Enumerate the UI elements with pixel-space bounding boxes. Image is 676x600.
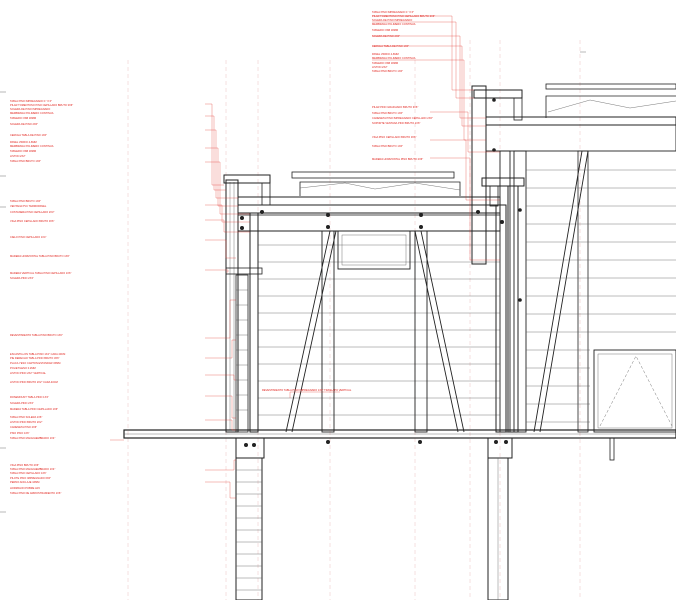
annotation-label: SOLERA PINO 2X3" xyxy=(10,276,34,280)
annotation-label: VIGA PINO BRUTO 2X6" xyxy=(10,463,39,467)
annotations-right-mid: PILAR PINO GRADUADO BRUTO 3X6" TABLA PIN… xyxy=(372,105,433,161)
annotation-label: TABLERO OSB 18MM xyxy=(10,116,36,120)
annotation-label: LISTON PINO 2X2" VERTICAL xyxy=(10,371,47,375)
annotation-label: REVESTIMIENTO TABLA PINO BRUTO 1X6" xyxy=(10,333,63,337)
annotation-label: CIELO PINO CEPILLADO 1X4" xyxy=(10,235,46,239)
annotations-left-roof: TABLA PINO IMPREGNADO 1" X 6" PILAR TOME… xyxy=(10,99,73,163)
annotation-label: PANEL VIDRIO 4-6MM xyxy=(372,52,399,56)
annotation-label: MADERA VERTICAL TABLA PINO CEPILLADO 1X6… xyxy=(10,271,71,275)
annotation-label: CADENETA PINO IMPREGNADO CEPILLADO 2X6" xyxy=(372,116,433,120)
annotations-left-beam: TABLA PINO BRUTO 1X6" VENTANA PVC TERMOP… xyxy=(10,199,54,239)
annotation-label: TABLA PINO BRUTO 1X6" xyxy=(10,159,41,163)
annotation-label: ESCANTILLON TABLA PINO 1X4" CADA 40CM xyxy=(10,352,65,356)
annotation-label: TABLERO OSB 18MM xyxy=(372,28,398,32)
annotation-label: MEMBRANA POLIMERO CONTINUA xyxy=(372,22,416,26)
annotation-label: LISTON 2X2" xyxy=(372,65,388,69)
annotations-left-base: VIGA PINO BRUTO 2X6" TABLA PINO MACHIHEM… xyxy=(10,463,61,495)
annotation-label: CERCHA TABLA DE PINO 1X6" xyxy=(372,44,409,48)
annotation-label: SOLERA PINO 2X3" xyxy=(10,401,34,405)
left-volume xyxy=(223,171,525,447)
annotation-label: TABLA PINO CEPILLADO 1X6" xyxy=(10,471,47,475)
annotation-label: POLIETILENO 0.2MM xyxy=(10,366,36,370)
annotation-label: PILAR TOMENTOSO PINO CEPILLADO BRUTO 3X6… xyxy=(372,14,435,18)
annotation-label: TABLERO OSB 18MM xyxy=(10,149,36,153)
leader-lines xyxy=(110,15,500,499)
right-cladding xyxy=(526,169,676,423)
annotation-label: VIGA PINO CEPILLADO BRUTO 3X6" xyxy=(372,135,416,139)
annotation-label: SOLERA DE PINO 2X6" xyxy=(372,34,400,38)
annotation-label: TABLA PINO BRUTO 1X6" xyxy=(372,144,403,148)
annotation-label: MEMBRANA POLIMERO CONTINUA xyxy=(10,144,54,148)
annotation-label: TABLA PINO BRUTO 1X6" xyxy=(372,111,403,115)
annotation-label: SOPORTE VENTANA PINO BRUTO 1X6" xyxy=(372,121,420,125)
annotation-label: PILOTE PINO IMPREGNADO 6X6" xyxy=(10,476,51,480)
annotation-label: MEMBRANA POLIMERO CONTINUA xyxy=(10,111,54,115)
annotation-label: PISO PINO 1X6" xyxy=(10,431,30,435)
annotation-label: LISTON PINO BRUTO 2X2" xyxy=(10,420,42,424)
annotation-label: MADERA HORIZONTAL TABLA PINO BRUTO 1X6" xyxy=(10,254,70,258)
annotation-label: TABLA PINO BRUTO 1X6" xyxy=(10,199,41,203)
reference-grid xyxy=(127,40,581,600)
bolt-markers xyxy=(240,210,508,447)
interior-cladding xyxy=(258,244,500,416)
annotation-label: TABLA PINO SOLERA 1X6" xyxy=(10,415,42,419)
annotation-label: PIE DERECHO TABLA PINO BRUTO 3X6" xyxy=(10,356,60,360)
annotation-label: ROSEMOUNT TABLA PINO 1X3" xyxy=(10,395,49,399)
annotation-label: PILAR TOMENTOSO PINO CEPILLADO BRUTO 3X6… xyxy=(10,103,73,107)
annotation-label: LISTON 2X2" xyxy=(10,154,26,158)
annotation-label: PILAR PINO GRADUADO BRUTO 3X6" xyxy=(372,105,418,109)
annotation-label: TABLA PINO DE ARRIOSTRAMIENTO 1X6" xyxy=(10,491,61,495)
annotation-label: MADERA TABLA PINO CEPILLADO 1X6" xyxy=(10,407,58,411)
annotation-label: LISTON PINO BRUTO 2X2" CADA 40CM xyxy=(10,380,58,384)
annotation-label: VIGA PINO CEPILLADO BRUTO 3X6" xyxy=(10,219,54,223)
left-pile-rungs xyxy=(236,469,262,591)
annotation-label: CADENETA PINO 2X6" xyxy=(10,425,37,429)
annotation-label: TABLA PINO IMPREGNADO 1" X 6" xyxy=(372,10,414,14)
annotation-label: COSTANERA PINO CEPILLADO 2X3" xyxy=(10,210,54,214)
annotation-label: CERCHA TABLA DE PINO 1X6" xyxy=(10,133,47,137)
annotation-label: MADERA HORIZONTAL PINO BRUTO 2X6" xyxy=(372,157,423,161)
wall-blocking xyxy=(236,289,248,411)
annotation-label: HORMIGON POBRE H15 xyxy=(10,486,40,490)
annotations-left-mid: MADERA HORIZONTAL TABLA PINO BRUTO 1X6" … xyxy=(10,254,71,280)
annotation-label: PLACA YESO CARTON ESTANDAR 15MM xyxy=(10,361,60,365)
annotation-label: TABLA PINO IMPREGNADO 1" X 6" xyxy=(10,99,52,103)
annotations-left-wall: REVESTIMIENTO TABLA PINO BRUTO 1X6" ESCA… xyxy=(10,333,65,440)
annotation-center-floor: REVESTIMIENTO TABLA PINO IMPREGNADO 1X6"… xyxy=(262,388,352,392)
annotation-label: SOLERA DE PINO IMPREGNADO xyxy=(372,18,412,22)
right-volume xyxy=(471,83,676,433)
annotation-label: TABLA PINO BRUTO 1X6" xyxy=(372,69,403,73)
annotation-label: TABLA PINO MACHIHEMBRADO 1X4" xyxy=(10,467,55,471)
annotation-label: MEMBRANA POLIMERO CONTINUA xyxy=(372,56,416,60)
annotation-label: TABLERO OSB 18MM xyxy=(372,61,398,65)
floor-and-foundation xyxy=(123,429,676,600)
annotations-top-right: TABLA PINO IMPREGNADO 1" X 6" PILAR TOME… xyxy=(372,10,435,73)
annotation-label: PERNO ANCLAJE 16MM xyxy=(10,480,39,484)
annotation-label: SOLERA DE PINO 2X6" xyxy=(10,122,38,126)
margin-ticks xyxy=(0,51,586,513)
annotation-label: SOLERA DE PINO IMPREGNADO xyxy=(10,107,50,111)
annotation-label: VENTANA PVC TERMOPANEL xyxy=(10,204,47,208)
annotation-label: PANEL VIDRIO 4-6MM xyxy=(10,140,37,144)
annotation-label: TABLA PINO MACHIHEMBRADO 1X4" xyxy=(10,436,55,440)
